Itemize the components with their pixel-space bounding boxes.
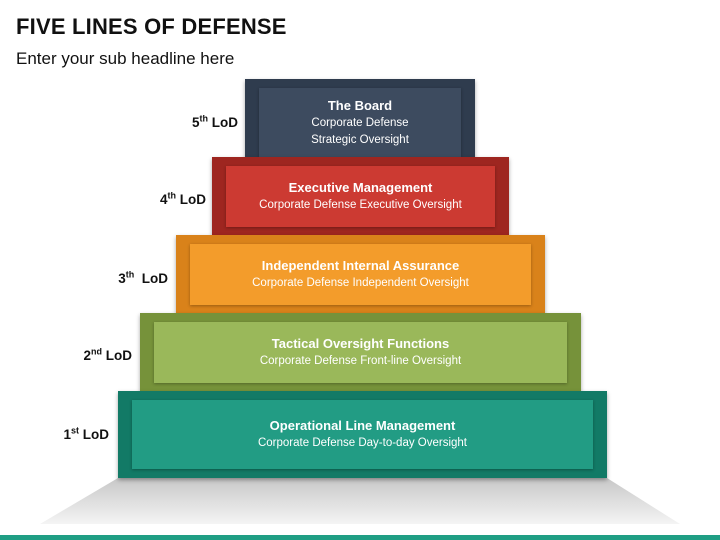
tier-5th-lod: The Board Corporate Defense Strategic Ov… [245,79,475,166]
tier-4th-lod-title: Executive Management [288,180,433,195]
lod-label-1: 1st LoD [63,425,109,442]
tier-1st-lod-line-1: Corporate Defense Day-to-day Oversight [257,437,467,449]
page-title: FIVE LINES OF DEFENSE [16,14,287,39]
tier-5th-lod-line-1: Corporate Defense [311,116,409,129]
tier-1st-lod-panel: Operational Line Management Corporate De… [132,400,593,469]
tier-3rd-lod-title: Independent Internal Assurance [261,258,460,273]
tier-5th-lod-line-2: Strategic Oversight [311,133,409,146]
tier-4th-lod: Executive Management Corporate Defense E… [212,157,509,236]
tier-5th-lod-title: The Board [327,97,393,113]
lod-label-2: 2nd LoD [83,346,132,363]
lod-label-5: 5th LoD [191,113,238,130]
tier-1st-lod-title: Operational Line Management [269,418,456,433]
tier-2nd-lod-title: Tactical Oversight Functions [271,336,450,351]
tier-4th-lod-panel: Executive Management Corporate Defense E… [226,166,495,227]
pyramid-base [40,478,680,524]
tier-2nd-lod-line-1: Corporate Defense Front-line Oversight [259,355,462,367]
tier-2nd-lod: Tactical Oversight Functions Corporate D… [140,313,581,392]
footer-accent-bar [0,535,720,540]
lod-label-3: 3th LoD [118,269,168,286]
tier-2nd-lod-panel: Tactical Oversight Functions Corporate D… [154,322,567,383]
tier-3rd-lod: Independent Internal Assurance Corporate… [176,235,545,314]
tier-5th-lod-panel: The Board Corporate Defense Strategic Ov… [259,88,461,157]
lod-label-4: 4th LoD [159,190,206,207]
tier-4th-lod-line-1: Corporate Defense Executive Oversight [259,199,462,211]
page-subtitle: Enter your sub headline here [16,49,235,68]
tier-3rd-lod-panel: Independent Internal Assurance Corporate… [190,244,531,305]
tier-3rd-lod-line-1: Corporate Defense Independent Oversight [252,277,469,289]
tier-1st-lod: Operational Line Management Corporate De… [118,391,607,478]
